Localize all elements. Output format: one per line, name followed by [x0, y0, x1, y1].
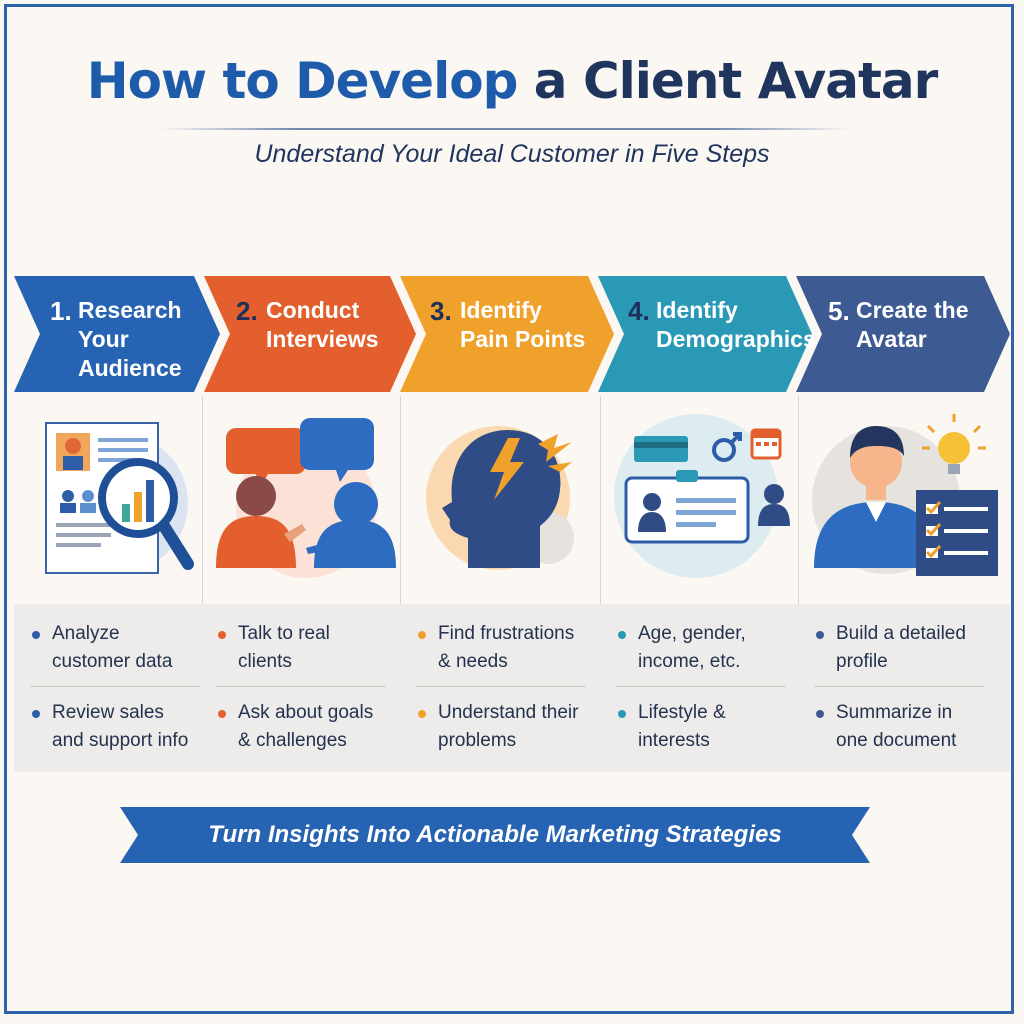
step-5-banner: 5. Create the Avatar — [796, 276, 1010, 392]
list-item: Find frustrations & needs — [416, 620, 586, 676]
step-4-banner: 4. Identify Demographics — [598, 276, 816, 392]
step-1-bullets: Analyze customer data Review sales and s… — [30, 620, 200, 755]
avatar-checklist-icon — [806, 408, 998, 588]
bullet-dot — [618, 631, 626, 639]
bullet-text: Analyze customer data — [52, 623, 173, 672]
title-part-1: How to Develop — [86, 52, 519, 110]
page-title: How to Develop a Client Avatar — [0, 52, 1024, 110]
bullets-panel — [14, 604, 1010, 772]
bullet-dot — [816, 710, 824, 718]
bullet-separator — [814, 686, 984, 687]
bullet-separator — [216, 686, 386, 687]
bullet-separator — [616, 686, 786, 687]
list-item: Review sales and support info — [30, 699, 200, 755]
bullet-dot — [218, 631, 226, 639]
step-5-bullets: Build a detailed profile Summarize in on… — [814, 620, 984, 755]
bullet-text: Build a detailed profile — [836, 623, 966, 672]
list-item: Summarize in one document — [814, 699, 984, 755]
footer-ribbon — [120, 807, 870, 863]
step-number: 5. — [828, 296, 850, 326]
step-3-arrow — [400, 276, 614, 392]
step-2-arrow — [204, 276, 416, 392]
list-item: Build a detailed profile — [814, 620, 984, 676]
title-divider — [160, 128, 850, 130]
step-label: Create the Avatar — [856, 297, 969, 352]
id-card-icon — [606, 408, 796, 588]
document-magnifier-icon — [18, 408, 208, 588]
bullet-text: Understand their problems — [438, 702, 579, 751]
bullet-dot — [816, 631, 824, 639]
bullet-text: Review sales and support info — [52, 702, 189, 751]
column-divider — [202, 396, 203, 768]
step-number: 1. — [50, 296, 72, 326]
list-item: Lifestyle & interests — [616, 699, 786, 755]
conversation-icon — [206, 408, 396, 588]
bullet-dot — [32, 631, 40, 639]
step-2-banner: 2. Conduct Interviews — [204, 276, 416, 392]
footer-tagline: Turn Insights Into Actionable Marketing … — [208, 821, 782, 848]
subtitle: Understand Your Ideal Customer in Five S… — [254, 140, 770, 168]
step-5-arrow — [796, 276, 1010, 392]
list-item: Understand their problems — [416, 699, 586, 755]
bullet-separator — [30, 686, 200, 687]
step-label: Conduct Interviews — [266, 297, 379, 352]
bullet-text: Find frustrations & needs — [438, 623, 575, 672]
bullet-text: Summarize in one document — [836, 702, 957, 751]
list-item: Ask about goals & challenges — [216, 699, 386, 755]
head-lightning-icon — [408, 408, 598, 588]
step-3-banner: 3. Identify Pain Points — [400, 276, 614, 392]
step-label: Identify Demographics — [656, 297, 816, 352]
column-divider — [400, 396, 401, 768]
bullet-separator — [416, 686, 586, 687]
column-divider — [600, 396, 601, 768]
list-item: Talk to real clients — [216, 620, 386, 676]
bullet-dot — [618, 710, 626, 718]
bullet-dot — [32, 710, 40, 718]
step-1-arrow — [14, 276, 220, 392]
bullet-dot — [218, 710, 226, 718]
step-1-banner: 1. Research Your Audience — [14, 276, 220, 392]
title-part-2: a Client Avatar — [533, 52, 938, 110]
bullet-text: Talk to real clients — [238, 623, 330, 672]
list-item: Analyze customer data — [30, 620, 200, 676]
step-number: 4. — [628, 296, 650, 326]
step-3-bullets: Find frustrations & needs Understand the… — [416, 620, 586, 755]
step-2-bullets: Talk to real clients Ask about goals & c… — [216, 620, 386, 755]
bullet-text: Age, gender, income, etc. — [638, 623, 746, 672]
bullet-dot — [418, 631, 426, 639]
list-item: Age, gender, income, etc. — [616, 620, 786, 676]
bullet-text: Lifestyle & interests — [638, 702, 726, 751]
bullet-text: Ask about goals & challenges — [238, 702, 374, 751]
step-4-bullets: Age, gender, income, etc. Lifestyle & in… — [616, 620, 786, 755]
step-label: Identify Pain Points — [460, 297, 586, 352]
step-label: Research Your Audience — [78, 297, 182, 381]
step-number: 2. — [236, 296, 258, 326]
step-4-arrow — [598, 276, 812, 392]
step-number: 3. — [430, 296, 452, 326]
column-divider — [798, 396, 799, 768]
bullet-dot — [418, 710, 426, 718]
